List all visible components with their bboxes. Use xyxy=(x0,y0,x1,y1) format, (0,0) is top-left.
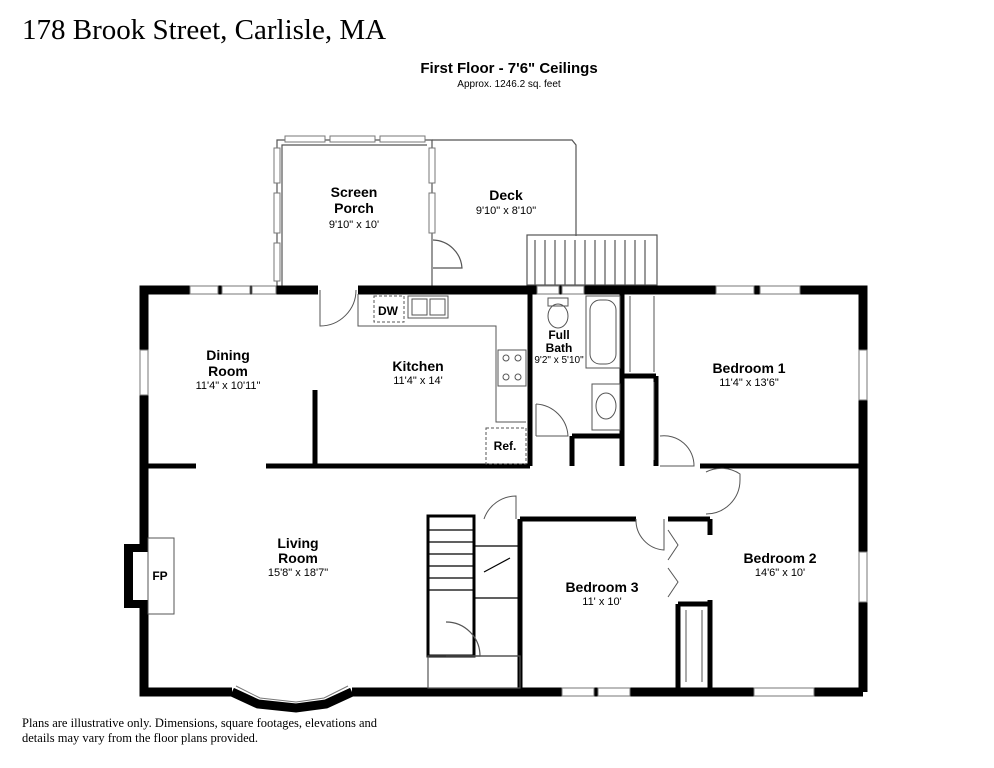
bedroom1-dims: 11'4" x 13'6" xyxy=(719,377,779,389)
exterior-walls xyxy=(139,285,868,697)
stairs xyxy=(426,514,521,689)
bath-fixtures xyxy=(535,295,621,437)
bedroom2-label: Bedroom 2 xyxy=(743,550,816,566)
disclaimer-text: Plans are illustrative only. Dimensions,… xyxy=(22,716,378,745)
living-room-dims: 15'8" x 18'7" xyxy=(268,567,328,579)
deck-dims: 9'10" x 8'10" xyxy=(476,205,536,217)
bedroom1-label: Bedroom 1 xyxy=(712,360,785,376)
interior-walls xyxy=(148,294,860,688)
kitchen-label: Kitchen xyxy=(392,358,443,374)
doors-closets xyxy=(483,296,741,682)
exterior-windows xyxy=(139,285,868,697)
dining-room-dims: 11'4" x 10'11" xyxy=(196,380,261,392)
refrigerator-label: Ref. xyxy=(494,439,517,453)
property-address: 178 Brook Street, Carlisle, MA xyxy=(22,14,387,46)
porch-screens xyxy=(273,135,436,282)
fireplace xyxy=(124,537,175,615)
kitchen-fixtures xyxy=(357,294,527,465)
dishwasher-label: DW xyxy=(378,304,399,318)
bedroom3-dims: 11' x 10' xyxy=(582,596,621,608)
full-bath-dims: 9'2" x 5'10" xyxy=(534,355,584,366)
kitchen-dims: 11'4" x 14' xyxy=(393,375,443,387)
floor-area: Approx. 1246.2 sq. feet xyxy=(457,79,561,90)
bay-window xyxy=(230,687,354,713)
bedroom2-dims: 14'6" x 10' xyxy=(755,567,805,579)
deck-label: Deck xyxy=(489,187,523,203)
bedroom3-label: Bedroom 3 xyxy=(565,579,638,595)
floor-title: First Floor - 7'6" Ceilings xyxy=(420,60,598,77)
screen-porch-dims: 9'10" x 10' xyxy=(329,219,379,231)
fireplace-label: FP xyxy=(152,569,167,583)
